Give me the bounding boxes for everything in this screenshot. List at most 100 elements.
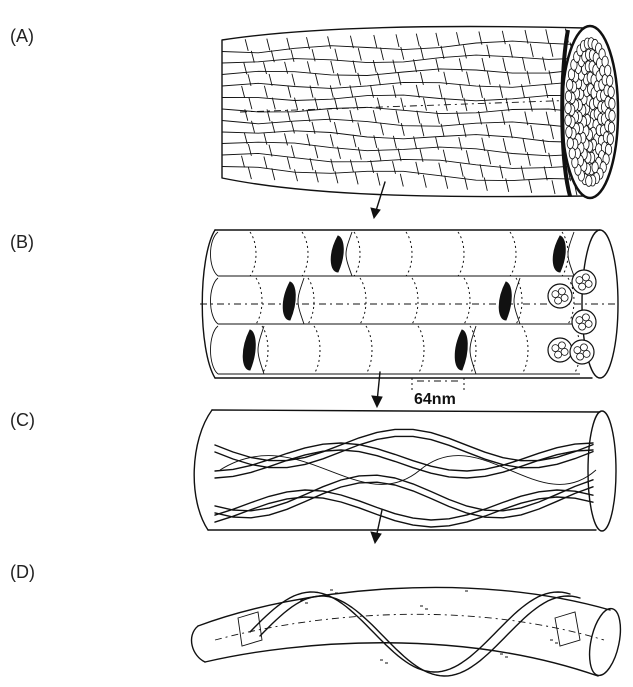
panel-d-ribbon-mark <box>330 590 338 593</box>
panel-a-grid-seg <box>252 121 255 133</box>
panel-a-grid-line <box>222 69 585 76</box>
panel-a-grid-seg <box>245 39 248 51</box>
panel-a-grid-seg <box>285 133 288 145</box>
panel-b-rosette-lobe <box>552 291 559 298</box>
panel-a-grid-line <box>222 41 585 53</box>
panel-d-ribbon-mark <box>500 654 508 657</box>
panel-a-grid-seg <box>264 86 267 98</box>
panel-a-grid-seg <box>381 48 384 61</box>
panel-a-grid-seg <box>377 173 380 186</box>
panel-a-fibril-end <box>608 87 614 98</box>
panel-a-grid-seg <box>393 85 396 98</box>
panel-a-grid-seg <box>291 122 294 134</box>
panel-b-rosette-lobe <box>555 351 562 358</box>
panel-a-grid-seg <box>436 59 439 72</box>
panel-a-grid-seg <box>242 86 245 98</box>
panel-b-rosette-lobe <box>576 277 583 284</box>
panel-b-rosette-lobe <box>558 342 565 349</box>
panel-a-grid-seg <box>400 174 403 187</box>
panel-b-period-line <box>412 278 418 324</box>
panel-b-rosette-lobe <box>576 317 583 324</box>
panel-a-grid-seg <box>401 123 404 136</box>
panel-a-grid-seg <box>480 164 483 177</box>
panel-b-rosette-lobe <box>574 347 581 354</box>
panel-a-grid-seg <box>488 151 491 164</box>
panel-a-grid-seg <box>552 180 555 194</box>
panel-a-grid-seg <box>414 59 417 72</box>
panel-a-grid-seg <box>417 111 420 124</box>
panel-a-fibril-end <box>565 103 571 114</box>
panel-a-grid-seg <box>530 44 533 58</box>
panel-b-period-line <box>256 278 262 324</box>
panel-c-strand <box>215 497 593 527</box>
panel-a-fibril-end <box>586 175 592 186</box>
panel-a-fibril-end <box>609 98 615 109</box>
panel-a-grid-seg <box>546 112 549 126</box>
panel-a-grid-seg <box>436 33 439 46</box>
panel-a-grid-seg <box>401 47 404 60</box>
panel-a-grid-line <box>222 81 585 88</box>
panel-b-cylinder-end <box>298 278 304 324</box>
panel-a-fibril-end <box>567 79 573 90</box>
panel-a-grid-seg <box>522 57 525 71</box>
panel-a-grid-seg <box>328 36 331 48</box>
panel-a-grid-seg <box>335 49 338 61</box>
panel-b-rosette-lobe <box>561 294 568 301</box>
panel-d-helix-edge <box>260 596 580 676</box>
panel-a-grid-seg <box>249 98 252 110</box>
panel-a-grid-seg <box>482 58 485 71</box>
panel-a-grid-seg <box>373 110 376 123</box>
panel-a-grid-seg <box>551 125 554 139</box>
panel-a-grid-seg <box>466 150 469 163</box>
scale-bar: 64nm <box>412 378 464 408</box>
panel-a-grid-seg <box>287 38 290 50</box>
panel-b-period-line <box>302 232 308 276</box>
panel-b-row-cap <box>211 326 219 374</box>
panel-a-grid-seg <box>550 43 553 57</box>
panel-a-grid-seg <box>436 111 439 124</box>
panel-b-rosette-lobe <box>582 274 589 281</box>
panel-b-rosette-lobe <box>555 297 562 304</box>
panel-a-grid-seg <box>484 178 487 191</box>
panel-b-rosette-lobe <box>585 280 592 287</box>
panel-b-fibril: 64nm <box>200 230 618 408</box>
panel-a-grid-seg <box>531 125 534 139</box>
panel-a-grid-seg <box>264 133 267 145</box>
panel-a-grid-seg <box>307 134 310 146</box>
panel-a-grid-seg <box>439 85 442 98</box>
panel-b-period-line <box>510 232 516 276</box>
panel-d-end-tabs <box>238 612 580 646</box>
panel-b-period-line <box>406 232 412 276</box>
panel-a-grid-seg <box>393 136 396 149</box>
panel-a-grid-seg <box>487 71 490 84</box>
panel-a-grid-seg <box>510 44 513 57</box>
panel-a-grid-seg <box>457 32 460 45</box>
panel-d-helix-edge <box>250 592 570 672</box>
panel-d-ribbon-mark <box>380 660 388 663</box>
panel-a-grid-line <box>222 95 585 101</box>
panel-a-fibril-end <box>608 122 614 133</box>
panel-a-fibril-end <box>569 148 575 159</box>
panel-b-gap-region <box>553 236 565 272</box>
panel-a-grid-seg <box>291 145 294 157</box>
panel-c-strand <box>215 443 593 471</box>
panel-a-grid-line <box>222 167 585 181</box>
panel-a-grid-seg <box>416 34 419 47</box>
panel-a-fibril-end <box>566 127 572 138</box>
panel-b-period-line <box>314 326 320 374</box>
panel-b-fiber-rows <box>211 232 581 374</box>
panel-a-grid-seg <box>378 148 381 161</box>
panel-c-microfibril-bundle <box>194 410 616 531</box>
panel-a-grid-seg <box>291 50 294 62</box>
panel-a-grid-seg <box>549 153 552 167</box>
panel-a-grid-seg <box>358 48 361 60</box>
panel-b-period-line <box>360 278 366 324</box>
panel-a-grid-seg <box>358 73 361 85</box>
panel-b-period-line <box>458 232 464 276</box>
panel-b-row-cap <box>211 278 219 324</box>
panel-b-gap-region <box>331 236 343 272</box>
panel-a-grid-seg <box>355 172 358 184</box>
panel-b-cylinder-end <box>258 326 264 374</box>
scale-bar-label: 64nm <box>414 391 456 408</box>
